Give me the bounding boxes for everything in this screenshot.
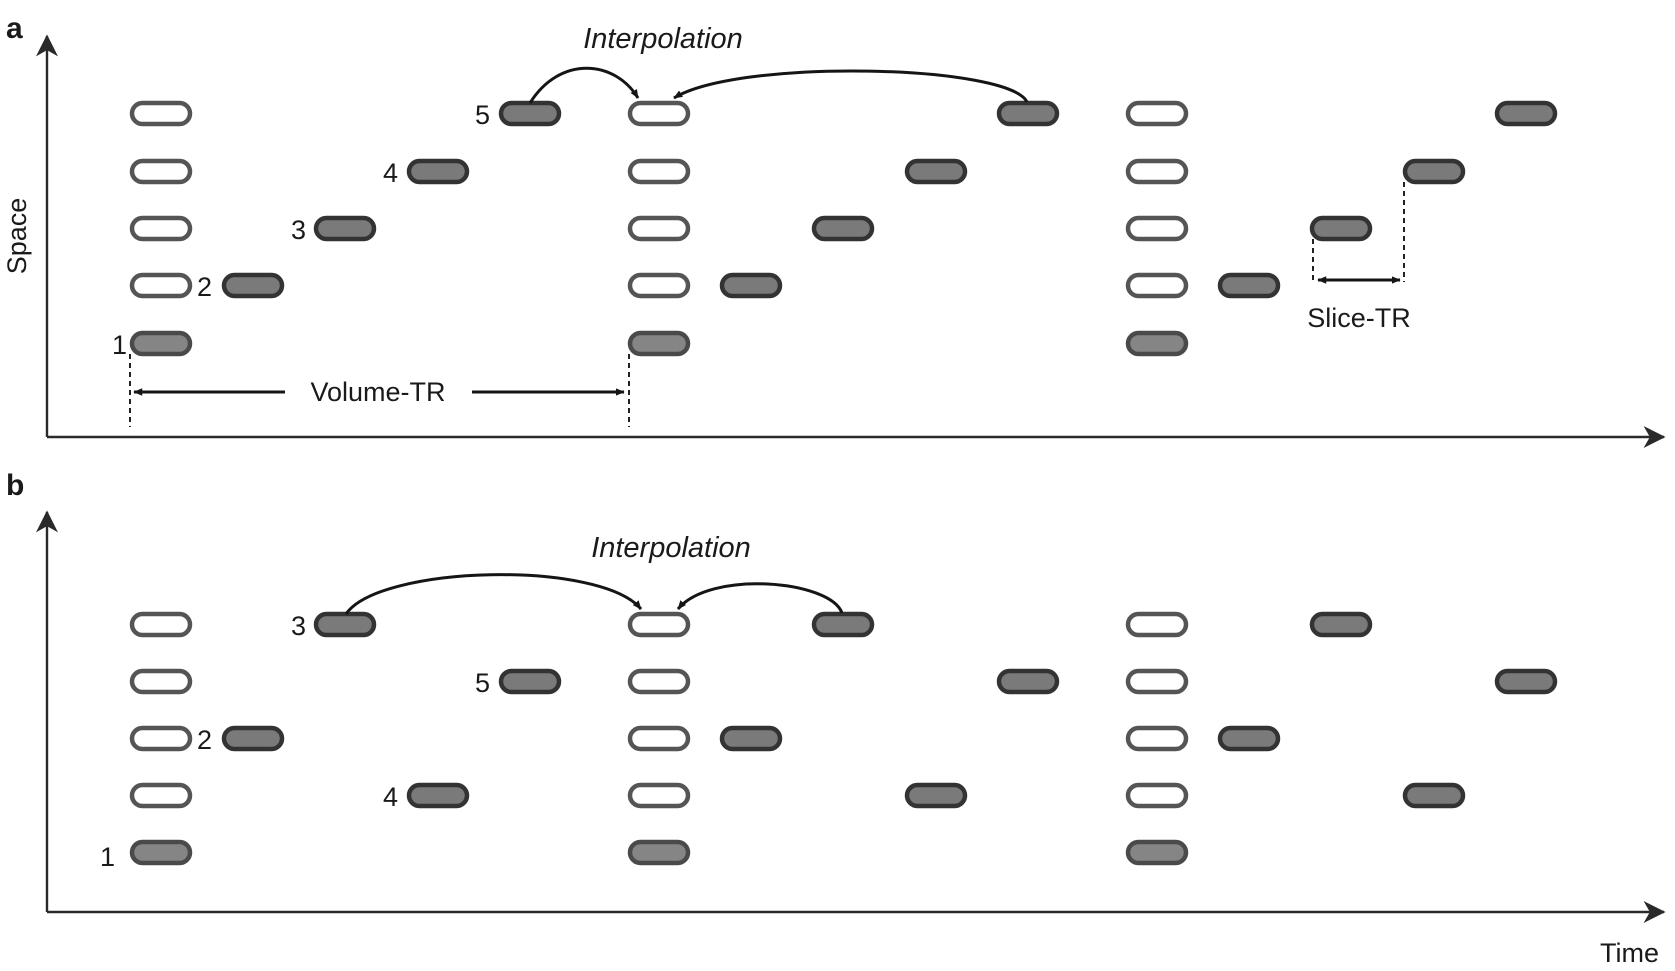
slot-empty <box>627 725 691 752</box>
slot-empty <box>627 215 691 242</box>
slot-acquired <box>1125 839 1189 866</box>
slice-acquired <box>221 272 285 299</box>
panel-a-volume-3 <box>1125 100 1189 357</box>
panel-a-acquired-slices <box>221 100 1558 299</box>
order-number: 1 <box>112 330 127 360</box>
panel-a: a Interpolation Space <box>2 12 1666 448</box>
volume-tr-label: Volume-TR <box>310 377 445 407</box>
slice-acquired <box>811 611 875 638</box>
panel-b-volume-2 <box>627 611 691 866</box>
slot-acquired <box>129 330 193 357</box>
slice-acquired <box>1402 158 1466 185</box>
slice-acquired <box>719 725 783 752</box>
interpolation-arrow-right <box>676 582 844 614</box>
panel-a-volume-2 <box>627 100 691 357</box>
slot-empty <box>627 158 691 185</box>
slot-empty <box>1125 611 1189 638</box>
order-number: 2 <box>197 725 212 755</box>
order-number: 4 <box>383 158 398 188</box>
panel-b-interpolation-label: Interpolation <box>591 532 751 564</box>
order-number: 5 <box>475 668 490 698</box>
slot-acquired <box>627 330 691 357</box>
order-number: 3 <box>291 611 306 641</box>
slice-acquired <box>1494 668 1558 695</box>
slice-acquired <box>1494 100 1558 127</box>
panel-a-interpolation-label: Interpolation <box>583 23 743 55</box>
slice-tr-label: Slice-TR <box>1307 303 1411 333</box>
slice-acquired <box>1402 782 1466 809</box>
slot-acquired <box>129 839 193 866</box>
panel-b-volume-1 <box>129 611 193 866</box>
order-number: 5 <box>475 100 490 130</box>
interpolation-arrow-left <box>344 573 643 615</box>
slice-acquired <box>996 668 1060 695</box>
slot-empty <box>1125 158 1189 185</box>
panel-b-volume-3 <box>1125 611 1189 866</box>
slice-acquired <box>406 782 470 809</box>
order-number: 3 <box>291 215 306 245</box>
slot-empty <box>627 100 691 127</box>
panel-a-volume-1 <box>129 100 193 357</box>
slice-acquired <box>1309 611 1373 638</box>
slice-acquired <box>313 215 377 242</box>
slot-empty <box>627 272 691 299</box>
panel-a-letter: a <box>6 12 23 45</box>
interpolation-arrow-right <box>673 69 1029 103</box>
slice-acquired <box>498 100 562 127</box>
slot-empty <box>627 611 691 638</box>
slice-acquired <box>498 668 562 695</box>
order-number: 4 <box>383 782 398 812</box>
slice-acquired <box>1217 725 1281 752</box>
panel-b-acquired-slices <box>221 611 1558 809</box>
slot-acquired <box>627 839 691 866</box>
slot-empty <box>129 215 193 242</box>
slot-empty <box>1125 782 1189 809</box>
slice-acquired <box>996 100 1060 127</box>
slot-empty <box>1125 215 1189 242</box>
slice-acquired <box>719 272 783 299</box>
slice-acquired <box>313 611 377 638</box>
slice-acquired <box>1217 272 1281 299</box>
slot-empty <box>129 668 193 695</box>
slice-acquired <box>904 158 968 185</box>
panel-b: b Interpolation Time <box>6 469 1666 968</box>
order-number: 2 <box>197 272 212 302</box>
y-axis-label: Space <box>2 198 32 275</box>
slice-acquired <box>406 158 470 185</box>
slot-empty <box>1125 668 1189 695</box>
interpolation-arrow-left <box>528 66 640 104</box>
order-number: 1 <box>100 842 115 872</box>
slice-acquired <box>1309 215 1373 242</box>
panel-b-letter: b <box>6 469 24 502</box>
slice-acquired <box>811 215 875 242</box>
slot-empty <box>129 158 193 185</box>
slot-acquired <box>1125 330 1189 357</box>
slot-empty <box>627 782 691 809</box>
slice-acquired <box>221 725 285 752</box>
slot-empty <box>129 725 193 752</box>
slot-empty <box>129 272 193 299</box>
slot-empty <box>1125 725 1189 752</box>
slice-acquired <box>904 782 968 809</box>
slot-empty <box>129 782 193 809</box>
slot-empty <box>627 668 691 695</box>
x-axis-label: Time <box>1600 938 1659 968</box>
slot-empty <box>1125 100 1189 127</box>
slot-empty <box>1125 272 1189 299</box>
slot-empty <box>129 100 193 127</box>
slot-empty <box>129 611 193 638</box>
